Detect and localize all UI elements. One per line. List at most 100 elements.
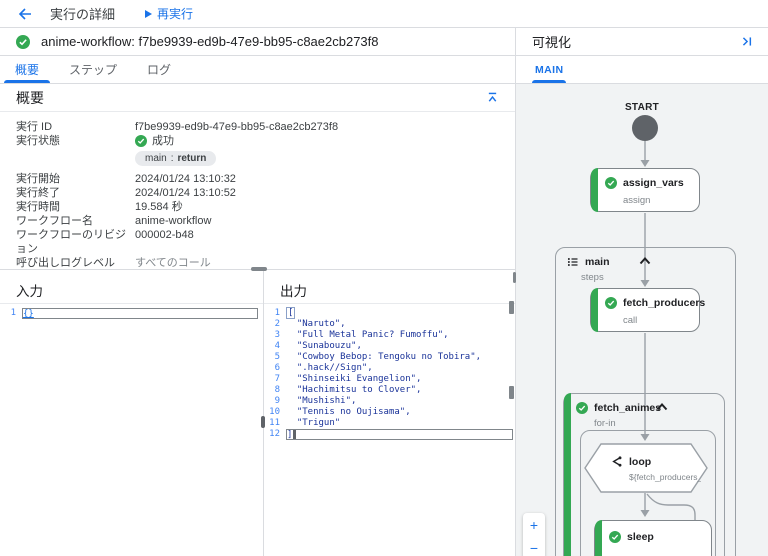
- panel-divider-handle[interactable]: [513, 272, 516, 283]
- execution-detail-panel: anime-workflow: f7be9939-ed9b-47e9-bb95-…: [0, 28, 516, 556]
- status-value: 成功: [152, 135, 174, 147]
- node-title: sleep: [627, 531, 654, 543]
- start-node[interactable]: [632, 115, 658, 141]
- tab-main[interactable]: MAIN: [532, 56, 567, 83]
- iteration-icon: [612, 456, 622, 467]
- field-label: 実行状態: [16, 135, 60, 147]
- input-output-row: 入力 1{} 出力 1[ 2 "Naruto", 3 "Full Metal P…: [0, 270, 515, 556]
- overview-fields: 実行 ID f7be9939-ed9b-47e9-bb95-c8ae2cb273f…: [0, 112, 515, 270]
- overview-section: 概要 実行 ID f7be9939-ed9b-47e9-bb95-c8ae2cb2…: [0, 84, 515, 271]
- visualization-tabs: MAIN: [516, 56, 768, 84]
- input-pane: 入力 1{}: [0, 270, 264, 556]
- field-label: 実行時間: [16, 201, 60, 213]
- field-label: ワークフローのリビジョン: [16, 229, 126, 255]
- code-line[interactable]: 3 "Full Metal Panic? Fumoffu",: [274, 330, 449, 340]
- code-line[interactable]: 2 "Naruto",: [274, 319, 346, 329]
- success-bar: [591, 168, 598, 212]
- field-label: ワークフロー名: [16, 215, 93, 227]
- code-line[interactable]: 5 "Cowboy Bebop: Tengoku no Tobira",: [274, 352, 482, 362]
- output-editor[interactable]: 1[ 2 "Naruto", 3 "Full Metal Panic? Fumo…: [264, 304, 515, 556]
- collapse-section-icon[interactable]: [486, 91, 499, 104]
- node-title: fetch_producers: [623, 297, 706, 309]
- success-check-icon: [609, 531, 621, 543]
- visualization-panel: 可視化 MAIN: [516, 28, 768, 556]
- graph-edges: [640, 141, 696, 556]
- code-line[interactable]: 6 ".hack//Sign",: [274, 363, 373, 373]
- text-cursor: [293, 430, 297, 439]
- revision-value: 000002-b48: [135, 229, 194, 241]
- page-title: 実行の詳細: [50, 7, 116, 22]
- code-line[interactable]: 4 "Sunabouzu",: [274, 341, 362, 351]
- collapse-panel-icon[interactable]: [741, 35, 754, 48]
- code-line[interactable]: 11 "Trigun": [269, 418, 341, 428]
- detail-tabs: 概要 ステップ ログ: [0, 56, 515, 84]
- zoom-in-button[interactable]: +: [529, 516, 539, 533]
- node-subtitle: assign: [623, 195, 651, 206]
- fetch-animes-container[interactable]: [563, 393, 725, 556]
- field-label: 実行 ID: [16, 121, 53, 133]
- start-label: START: [624, 102, 660, 113]
- code-line[interactable]: 1{}: [0, 308, 263, 319]
- success-bar: [591, 288, 598, 332]
- output-heading: 出力: [264, 270, 515, 304]
- output-pane: 出力 1[ 2 "Naruto", 3 "Full Metal Panic? F…: [264, 270, 515, 556]
- start-time-value: 2024/01/24 13:10:32: [135, 173, 236, 185]
- overview-heading: 概要: [16, 89, 44, 106]
- workflow-graph[interactable]: START assign_vars assign main: [516, 84, 768, 556]
- container-subtitle: for-in: [594, 418, 616, 429]
- input-heading: 入力: [0, 270, 263, 304]
- success-check-icon: [16, 34, 30, 49]
- node-subtitle: ${fetch_producers_resu: [629, 472, 701, 482]
- node-subtitle: call: [623, 315, 638, 326]
- workflow-name-value: anime-workflow: [135, 215, 212, 227]
- execution-id-value: f7be9939-ed9b-47e9-bb95-c8ae2cb273f8: [135, 121, 339, 133]
- tab-logs[interactable]: ログ: [147, 63, 172, 77]
- rerun-button[interactable]: 再実行: [145, 5, 193, 22]
- tab-overview[interactable]: 概要: [0, 56, 54, 83]
- code-line[interactable]: 10 "Tennis no Oujisama",: [269, 407, 411, 417]
- code-line[interactable]: 8 "Hachimitsu to Clover",: [274, 385, 422, 395]
- success-bar: [595, 520, 602, 556]
- success-check-icon: [605, 177, 617, 189]
- field-label: 呼び出しログレベル: [16, 257, 115, 269]
- success-check-icon: [135, 135, 147, 147]
- container-subtitle: steps: [581, 272, 604, 283]
- execution-title: anime-workflow: f7be9939-ed9b-47e9-bb95-…: [41, 34, 379, 49]
- back-arrow-icon[interactable]: [16, 5, 34, 23]
- code-line[interactable]: 9 "Mushishi",: [274, 396, 357, 406]
- code-line[interactable]: 1[: [274, 307, 296, 319]
- topbar: 実行の詳細 再実行: [0, 0, 768, 28]
- success-check-icon: [576, 402, 588, 414]
- node-fetch-producers[interactable]: fetch_producers call: [590, 288, 705, 332]
- tab-steps[interactable]: ステップ: [69, 63, 118, 77]
- container-title: fetch_animes: [594, 402, 662, 414]
- visualization-heading: 可視化: [532, 35, 572, 50]
- field-label: 実行終了: [16, 187, 60, 199]
- field-label: 実行開始: [16, 173, 60, 185]
- node-loop[interactable]: loop ${fetch_producers_resu: [584, 443, 708, 493]
- code-line-active[interactable]: 12]: [264, 429, 515, 440]
- success-bar: [564, 393, 571, 556]
- node-sleep[interactable]: sleep: [594, 520, 712, 556]
- node-assign-vars[interactable]: assign_vars assign: [590, 168, 700, 212]
- status-badge: main:return: [135, 151, 217, 166]
- code-line[interactable]: 7 "Shinseiki Evangelion",: [274, 374, 422, 384]
- for-in-body-container[interactable]: [580, 430, 716, 556]
- input-editor[interactable]: 1{}: [0, 304, 263, 556]
- horizontal-resize-handle[interactable]: [251, 267, 267, 271]
- execution-title-row: anime-workflow: f7be9939-ed9b-47e9-bb95-…: [0, 28, 515, 56]
- log-level-value: すべてのコール: [135, 257, 211, 269]
- scrollbar-thumb[interactable]: [509, 301, 514, 314]
- collapse-fetch-animes-chevron-icon[interactable]: [655, 400, 669, 418]
- node-title: assign_vars: [623, 177, 684, 189]
- container-title: main: [585, 256, 610, 268]
- vertical-resize-handle[interactable]: [261, 416, 265, 428]
- zoom-out-button[interactable]: −: [529, 539, 539, 556]
- collapse-main-chevron-icon[interactable]: [638, 254, 652, 272]
- play-icon: [145, 9, 153, 18]
- duration-value: 19.584 秒: [135, 201, 183, 213]
- steps-list-icon: [567, 258, 578, 266]
- success-check-icon: [605, 297, 617, 309]
- scrollbar-thumb[interactable]: [509, 386, 514, 399]
